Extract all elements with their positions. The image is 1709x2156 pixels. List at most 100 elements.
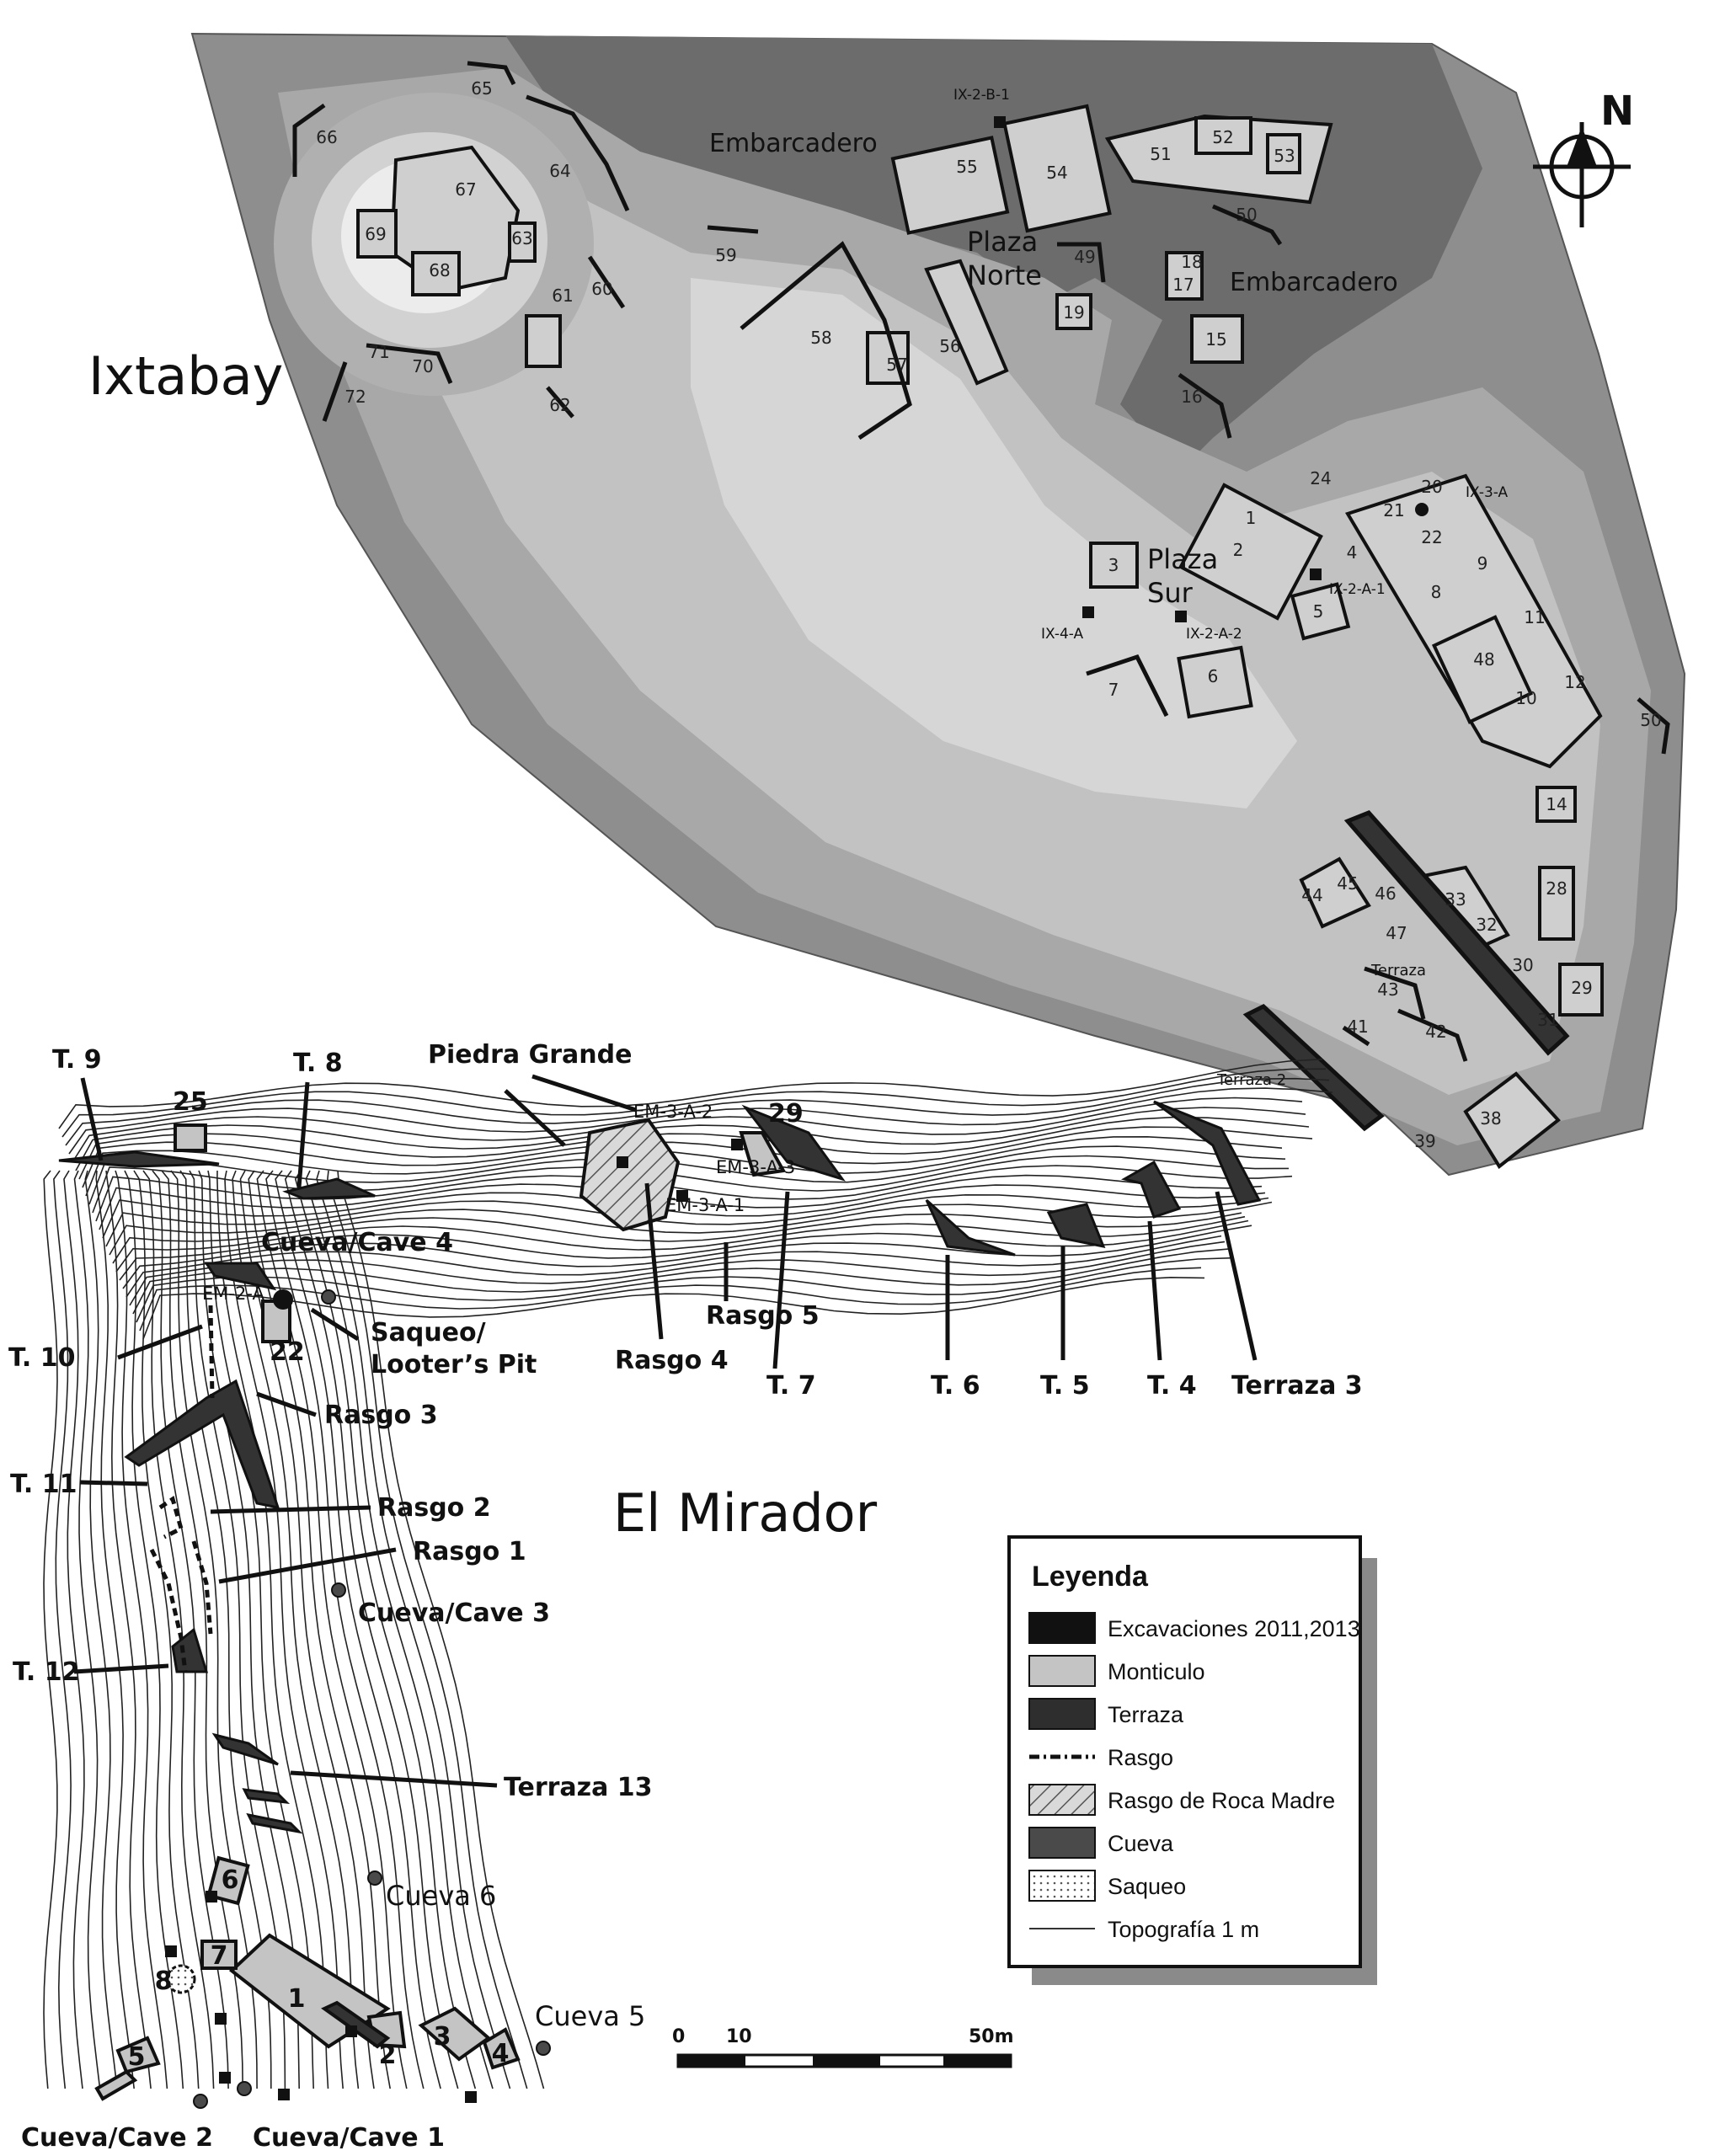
contour-line	[61, 1068, 1327, 1138]
contour-line	[133, 1170, 200, 2089]
legend-swatch-cueva	[1028, 1827, 1096, 1859]
structure-14	[1535, 786, 1577, 823]
structure-19	[1055, 293, 1092, 330]
structure-3	[1089, 542, 1139, 589]
bedrock-piedra-grande	[579, 1118, 681, 1232]
ixtabay-terraces	[292, 61, 1670, 1132]
contour-line	[327, 1170, 528, 2089]
leader-terraza13	[290, 1770, 498, 1788]
excavation-em-3-a-3	[731, 1139, 743, 1150]
label-t8: T. 8	[293, 1049, 343, 1078]
mound-4	[482, 2027, 521, 2070]
mound-label-6: 6	[222, 1865, 239, 1895]
terrace-t9	[58, 1150, 220, 1168]
label-25: 25	[173, 1087, 208, 1117]
contour-line	[58, 1058, 1323, 1129]
contour-line	[102, 1184, 1266, 1239]
label-cueva-6: Cueva 6	[386, 1880, 496, 1912]
structure-label: 31	[1537, 1010, 1558, 1030]
structure-61	[525, 314, 562, 368]
legend-swatch-excavaciones	[1028, 1612, 1096, 1644]
contour-line	[232, 1170, 360, 2089]
structure-label: 11	[1524, 607, 1545, 627]
mound-6	[206, 1855, 250, 1906]
ixtabay-buildings	[356, 104, 1604, 1169]
excavation-em-3-a-1	[676, 1190, 688, 1202]
label-em-3-a-1: EM-3-A-1	[665, 1195, 745, 1215]
label-terraza-13: Terraza 13	[504, 1773, 653, 1802]
structure-label: 71	[368, 342, 389, 362]
contour-line	[170, 1170, 258, 2089]
structure-label: 39	[1414, 1131, 1435, 1151]
label-cueva-2: Cueva/Cave 2	[21, 2123, 213, 2153]
structure-29	[1558, 963, 1604, 1017]
structure-69	[356, 209, 398, 259]
contour-line	[99, 1174, 1263, 1230]
structure-label: 14	[1546, 794, 1567, 814]
contour-line	[316, 1170, 511, 2089]
structure-label: 45	[1337, 873, 1358, 894]
mound-terrace-long	[321, 2000, 391, 2049]
excavation-ix-4-a	[1082, 606, 1094, 618]
structure-label: 32	[1476, 915, 1497, 935]
label-t6: T. 6	[931, 1371, 980, 1401]
structure-label: 55	[956, 157, 977, 177]
excavation-em-3-a-2	[617, 1156, 628, 1168]
contour-line	[224, 1170, 344, 2089]
mound-label-5: 5	[128, 2042, 146, 2072]
label-rasgo-2: Rasgo 2	[377, 1493, 491, 1523]
unit-ix-2-a-2: IX-2-A-2	[1186, 626, 1242, 643]
contour-line	[73, 1170, 101, 2089]
contour-line	[84, 1170, 118, 2089]
mound-7	[200, 1940, 238, 1970]
contour-line	[115, 1170, 168, 2089]
excavation-unit	[278, 2089, 290, 2100]
structure-label: 33	[1445, 889, 1466, 910]
contour-line	[43, 1170, 58, 2089]
contour-line	[337, 1170, 545, 2089]
terrace-59	[707, 225, 759, 234]
structure-38	[1463, 1071, 1561, 1169]
label-rasgo-3: Rasgo 3	[324, 1401, 438, 1430]
contour-line	[115, 1215, 1246, 1273]
scale-tick-10: 10	[726, 2026, 752, 2047]
ixtabay-structure-numbers: 1 2 3 4 5 6 7 8 9 10 11 12 14 15 16 17 1…	[316, 78, 1661, 1151]
mound-5	[115, 2036, 161, 2074]
legend-swatch-terraza	[1028, 1698, 1096, 1730]
leader-piedra	[504, 1089, 566, 1147]
contour-line	[294, 1170, 477, 2089]
terrace-72	[322, 361, 348, 422]
structure-48	[1431, 615, 1534, 724]
leader-saqueo	[310, 1307, 360, 1342]
contour-line	[119, 1219, 1249, 1281]
terrace-t12	[171, 1627, 209, 1673]
structure-label: 15	[1205, 329, 1226, 350]
contour-line	[82, 1126, 1313, 1188]
terrace-49	[1057, 242, 1106, 283]
excavation-unit	[165, 1945, 177, 1957]
unit-ix-4-a: IX-4-A	[1041, 626, 1084, 643]
mound-label-1: 1	[288, 1984, 306, 2014]
leader-t9	[80, 1077, 104, 1161]
structure-15	[1190, 314, 1244, 364]
contour-line	[142, 1276, 1205, 1340]
mirador-excavations	[165, 1139, 743, 2103]
legend-swatch-roca-madre	[1028, 1784, 1096, 1816]
structure-63	[508, 221, 537, 263]
contour-line	[78, 1116, 1310, 1180]
structure-label: 52	[1212, 127, 1233, 147]
label-embarcadero-east: Embarcadero	[1230, 268, 1398, 297]
structure-54	[1002, 104, 1112, 233]
north-arrow-head	[1567, 126, 1597, 167]
structure-label: 70	[412, 356, 433, 376]
scale-bar-seg-5	[943, 2055, 1011, 2067]
structure-label: 17	[1172, 275, 1194, 295]
terrace-50e	[1637, 697, 1670, 755]
terraza-long	[1343, 810, 1570, 1056]
site-name-ixtabay: Ixtabay	[88, 345, 283, 407]
structure-label: 2	[1233, 540, 1244, 560]
contour-line	[132, 1248, 1229, 1315]
structure-label: 10	[1515, 688, 1536, 708]
rasgo-2	[158, 1496, 184, 1540]
